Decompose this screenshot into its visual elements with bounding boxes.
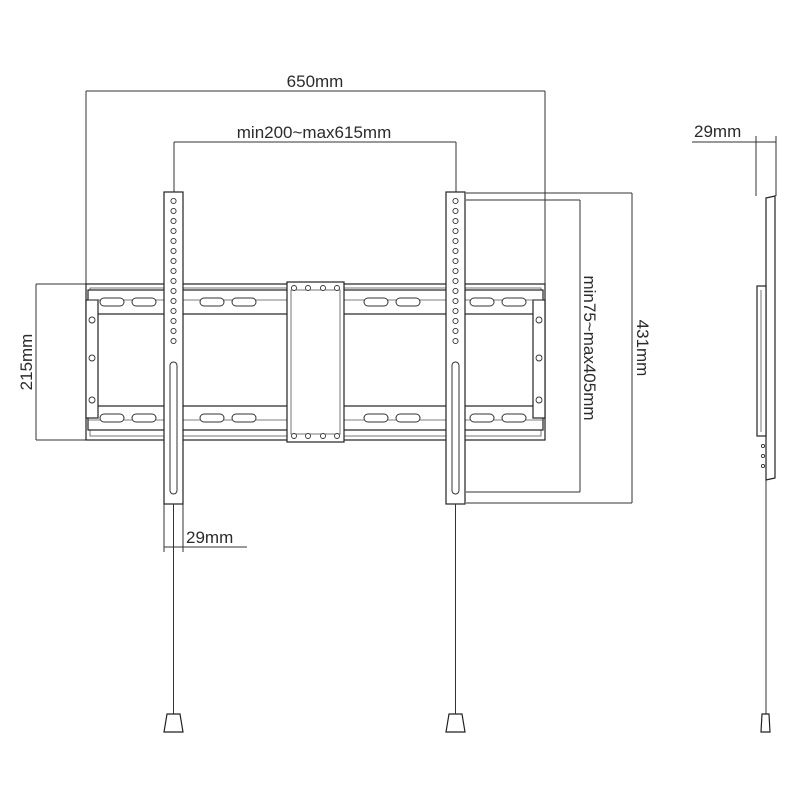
dimension-overall-width: 650mm — [85, 72, 546, 286]
right-safety-anchor — [445, 713, 466, 733]
right-vertical-arm — [445, 191, 466, 733]
lower-rail-slots — [99, 413, 527, 423]
dimension-arm-height: 431mm — [466, 192, 652, 504]
label-depth: 29mm — [694, 122, 741, 141]
side-view — [756, 195, 776, 733]
label-arm-spacing: min200~max615mm — [237, 123, 392, 142]
label-frame-height: 215mm — [17, 334, 36, 391]
dimension-depth: 29mm — [692, 122, 777, 196]
side-safety-anchor — [760, 713, 771, 733]
label-overall-width: 650mm — [287, 72, 344, 91]
left-arm-slot — [169, 361, 178, 495]
center-plate — [286, 281, 345, 443]
label-vertical-range: min75~max405mm — [580, 275, 599, 420]
dimension-arm-width: 29mm — [163, 500, 247, 552]
left-vertical-arm — [163, 191, 184, 733]
left-safety-anchor — [163, 713, 184, 733]
upper-rail-slots — [99, 297, 527, 307]
dimension-vertical-range: min75~max405mm — [466, 199, 599, 493]
right-arm-slot — [451, 361, 460, 495]
label-arm-height: 431mm — [633, 320, 652, 377]
dimension-arm-spacing: min200~max615mm — [173, 123, 457, 192]
label-arm-width: 29mm — [186, 528, 233, 547]
dimension-frame-height: 215mm — [17, 283, 88, 441]
